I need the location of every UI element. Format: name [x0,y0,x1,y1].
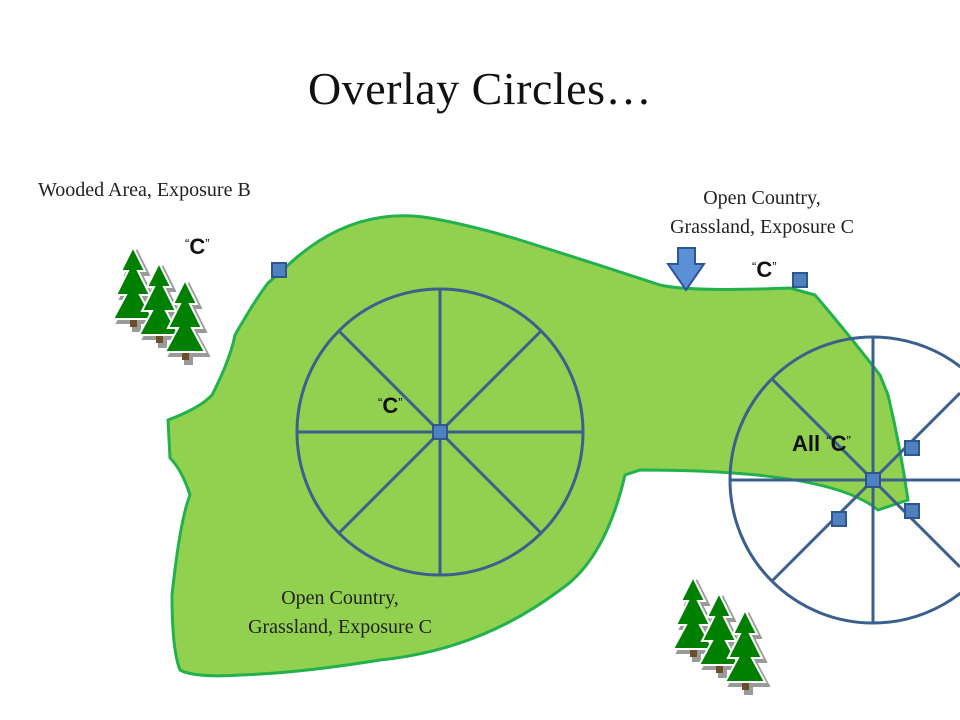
exposure-c-label-top-right: “C” [752,257,777,282]
grassland-region [166,214,910,678]
open-country-top-label: Open Country, Grassland, Exposure C [670,187,854,238]
open-country-bottom-label: Open Country, Grassland, Exposure C [248,587,432,638]
wooded-area-label: Wooded Area, Exposure B [38,179,251,201]
all-exposure-c-label: All “C” [792,431,851,456]
point-marker-right [904,440,920,456]
trees-bottom-icon [673,577,769,694]
point-markers [271,262,920,527]
exposure-c-label-center: “C” [378,393,403,418]
trees-top-left-icon [113,247,209,364]
down-arrow-icon [666,247,706,292]
point-marker-bottom-left [831,511,847,527]
point-marker-top-right [792,272,808,288]
center-marker-right [865,472,881,488]
exposure-c-label-top-left: “C” [185,234,210,259]
point-marker-top-left [271,262,287,278]
point-marker-bottom-right [904,503,920,519]
slide-title: Overlay Circles… [308,63,652,114]
center-marker-left [432,424,448,440]
